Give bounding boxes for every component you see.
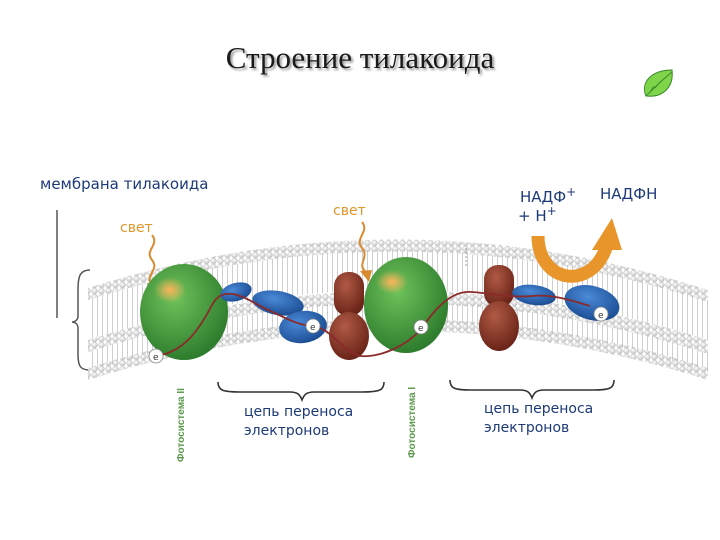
light-label-left: свет — [120, 220, 153, 236]
electron-right: e — [593, 306, 609, 322]
electron-chain-label-left: цепь переноса электронов — [244, 404, 354, 439]
nadp-text: НАДФ — [520, 188, 567, 206]
electron-center: e — [305, 318, 321, 334]
svg-text:e: e — [153, 353, 159, 363]
photosystem-1 — [364, 257, 448, 353]
membrane-label: мембрана тилакоида — [40, 175, 209, 193]
svg-text:e: e — [598, 311, 604, 321]
electron-left: e — [148, 348, 164, 364]
nadp-charge: + — [566, 185, 577, 199]
electron-chain-label-right: цепь переноса электронов — [484, 401, 594, 436]
svg-text:e: e — [418, 324, 424, 334]
h-plus-label: + Н+ — [518, 204, 557, 225]
membrane-bracket — [56, 210, 91, 371]
electron-transport-line — [155, 291, 591, 358]
svg-text:e: e — [310, 323, 316, 333]
light-label-center: свет — [333, 203, 366, 219]
h-plus-text: + Н — [518, 207, 547, 225]
chain-brace-left — [217, 381, 385, 403]
light-ray-center — [358, 221, 372, 282]
nadp-reduction-arrow — [531, 218, 622, 283]
photosystem-2 — [140, 264, 228, 360]
page-title: Строение тилакоида — [225, 40, 495, 75]
chain-brace-right — [449, 379, 615, 401]
nadph-label: НАДФН — [600, 185, 658, 203]
h-plus-charge: + — [546, 204, 557, 218]
green-leaf-icon — [644, 69, 673, 97]
photosystem-2-label: Фотосистема II — [176, 388, 187, 462]
cytochrome-complex — [329, 272, 369, 360]
nadp-label: НАДФ+ — [520, 185, 576, 206]
photosystem-1-label: Фотосистема I — [407, 386, 418, 458]
electron-ps1: e — [413, 319, 429, 335]
